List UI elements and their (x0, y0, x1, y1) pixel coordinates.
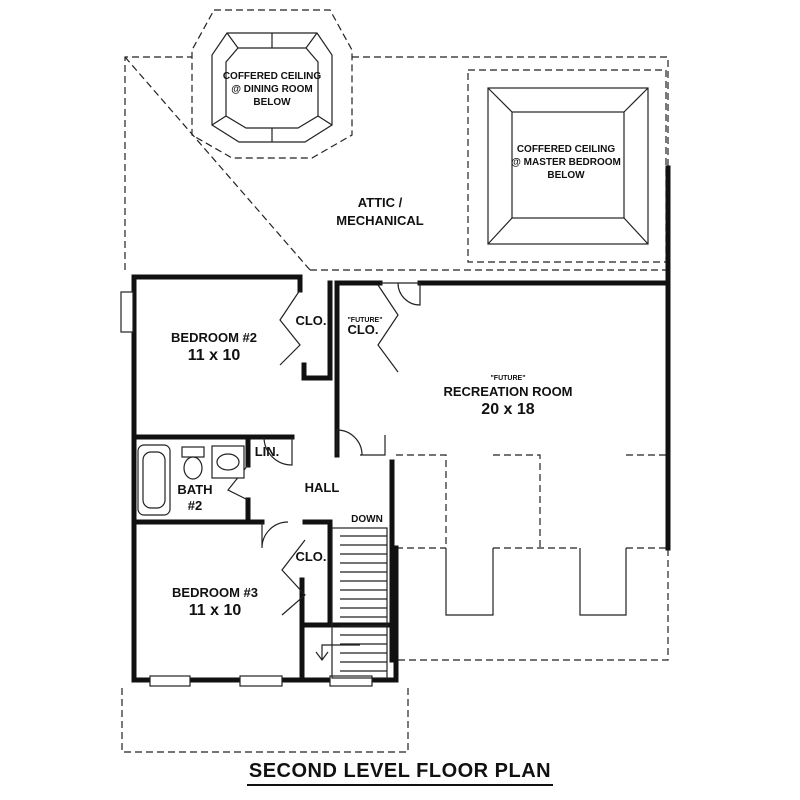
attic-label-line2: MECHANICAL (336, 213, 423, 228)
bath-fixtures (137, 444, 245, 516)
coffered-dining-line3: BELOW (253, 97, 291, 108)
bath2-name-line1: BATH (177, 482, 212, 497)
recreation-name: RECREATION ROOM (443, 384, 572, 399)
coffered-master-line1: COFFERED CEILING (517, 144, 616, 155)
stairs (315, 527, 388, 679)
recreation-future-tag: "FUTURE" (490, 375, 525, 382)
bedroom3-name: BEDROOM #3 (172, 585, 258, 600)
linen-label: LIN. (255, 444, 280, 459)
coffered-master-line3: BELOW (547, 170, 585, 181)
attic-label-line1: ATTIC / (358, 195, 403, 210)
walls (131, 165, 671, 683)
coffered-dining-line1: COFFERED CEILING (223, 71, 322, 82)
coffered-dining-line2: @ DINING ROOM (231, 84, 312, 95)
recreation-size: 20 x 18 (481, 401, 534, 418)
coffered-master-line2: @ MASTER BEDROOM (511, 157, 621, 168)
floor-plan: COFFERED CEILING @ DINING ROOM BELOW COF… (120, 9, 671, 753)
plan-caption-wrapper: SECOND LEVEL FLOOR PLAN (0, 760, 800, 786)
coffered-ceiling-dining (191, 9, 353, 159)
doors (227, 282, 421, 616)
bath2-name-line2: #2 (188, 498, 202, 513)
windows (120, 291, 373, 687)
hall-label: HALL (305, 480, 340, 495)
plan-caption: SECOND LEVEL FLOOR PLAN (246, 760, 554, 786)
bedroom3-closet-label: CLO. (295, 549, 326, 564)
bedroom2-size: 11 x 10 (188, 347, 241, 364)
bedroom2-closet-label: CLO. (295, 313, 326, 328)
stairs-down-label: DOWN (351, 514, 383, 525)
bedroom2-name: BEDROOM #2 (171, 330, 257, 345)
dormers (395, 454, 668, 660)
bedroom3-size: 11 x 10 (189, 602, 242, 619)
future-closet-label: CLO. (347, 322, 378, 337)
coffered-ceiling-master (467, 69, 667, 263)
future-closet-tag: "FUTURE" (347, 317, 382, 324)
